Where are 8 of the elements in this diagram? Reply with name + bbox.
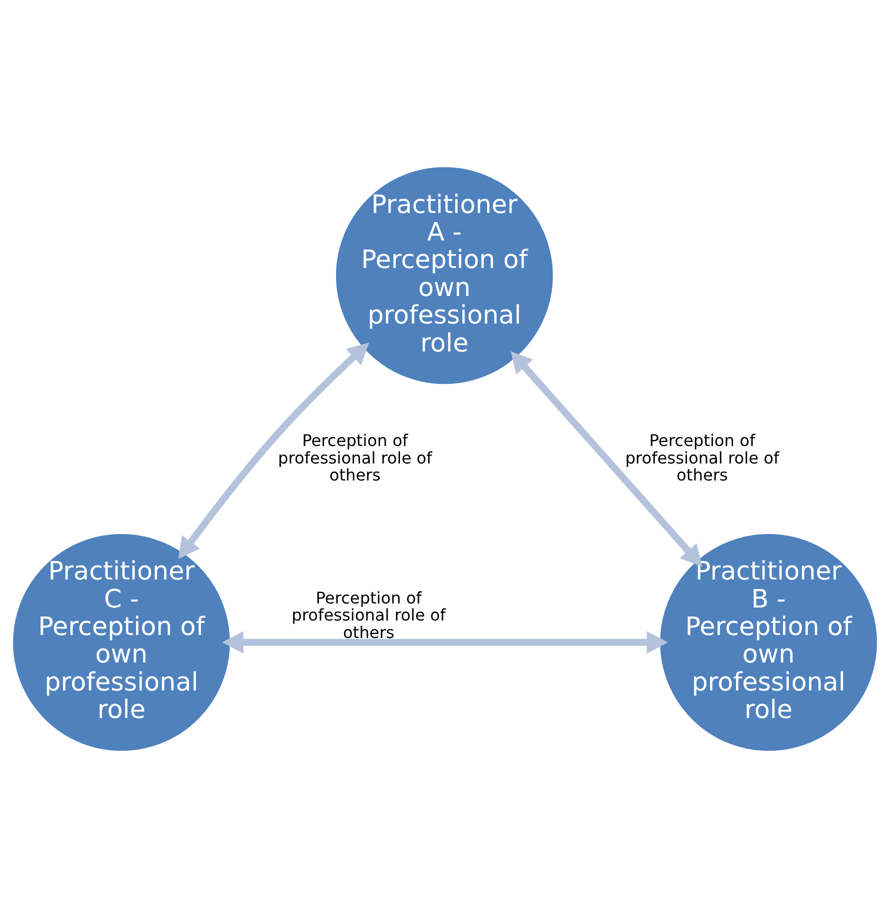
arrow bbox=[178, 342, 369, 559]
node-circle: Practitioner B - Perception of own professional role bbox=[660, 533, 876, 750]
node-circle: Practitioner A - Perception of own professional role bbox=[336, 166, 552, 384]
arrow bbox=[510, 350, 702, 566]
edge-label: Perception of professional role of others bbox=[624, 430, 779, 484]
edge-label: Perception of professional role of others bbox=[278, 430, 432, 484]
edge-label: Perception of professional role of others bbox=[291, 588, 446, 642]
arrow bbox=[222, 630, 668, 654]
